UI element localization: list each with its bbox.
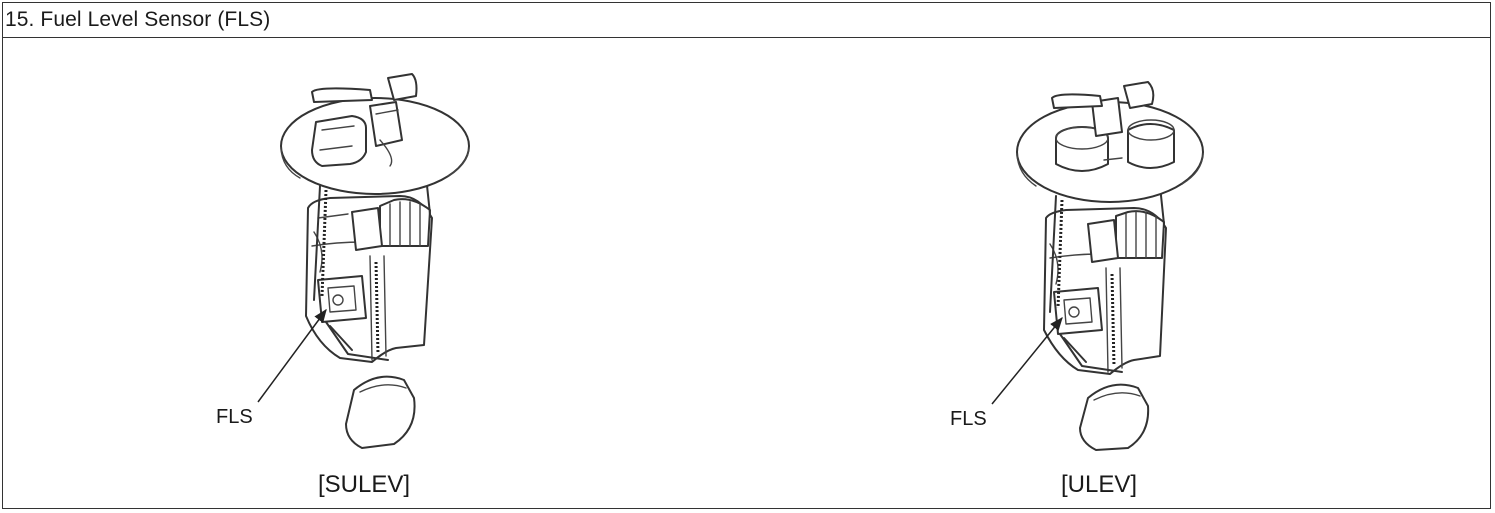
ulev-fls-leader-arrow xyxy=(991,316,1063,405)
section-title: 15. Fuel Level Sensor (FLS) xyxy=(5,8,271,31)
sulev-fuel-pump-module-illustration xyxy=(280,73,470,449)
sulev-caption: [SULEV] xyxy=(318,471,411,498)
fuel-pump-diagrams xyxy=(257,73,1204,451)
ulev-fls-callout: FLS xyxy=(950,408,987,430)
ulev-caption: [ULEV] xyxy=(1061,471,1138,498)
sulev-fls-callout: FLS xyxy=(216,406,253,428)
section-header: 15. Fuel Level Sensor (FLS) xyxy=(3,3,1490,38)
ulev-fuel-pump-module-illustration xyxy=(1016,81,1204,451)
sulev-fls-leader-arrow xyxy=(257,308,327,403)
